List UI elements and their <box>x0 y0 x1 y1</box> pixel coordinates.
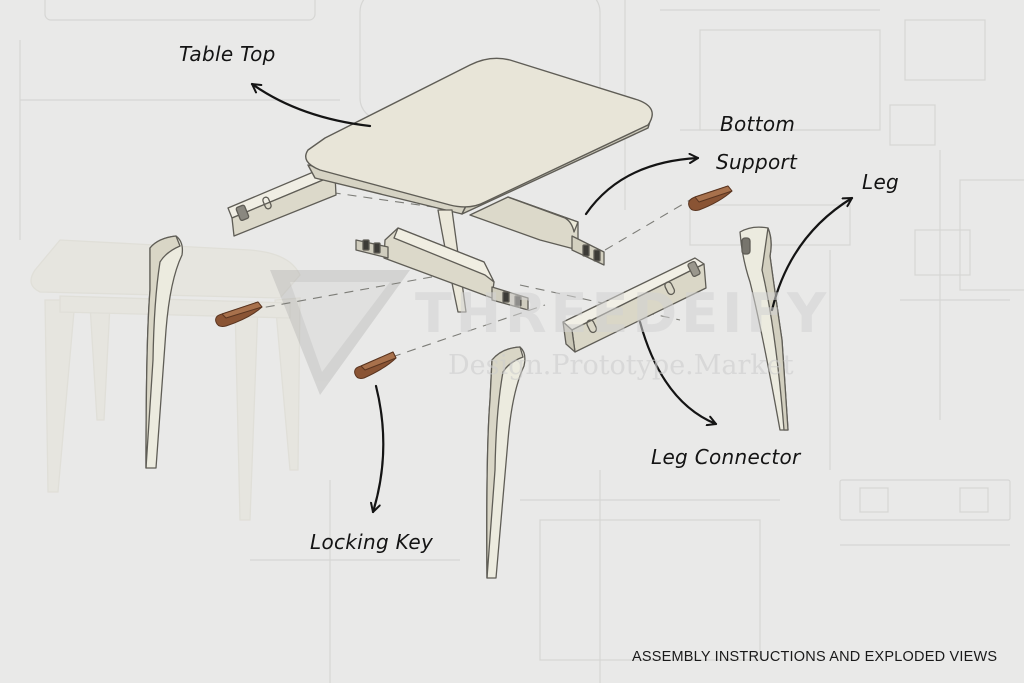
locking-key-right <box>688 185 733 211</box>
watermark-brand: THREEDEIFY <box>415 282 831 345</box>
bottom-support-center <box>355 227 529 311</box>
caption: ASSEMBLY INSTRUCTIONS AND EXPLODED VIEWS <box>632 649 998 665</box>
arrow-table-top <box>250 82 372 128</box>
label-bottom-support-line2: Support <box>716 150 798 174</box>
leg-right <box>739 226 789 431</box>
bottom-support-left <box>227 164 337 237</box>
watermark-tagline: Design.Prototype.Market <box>448 350 794 381</box>
label-leg: Leg <box>862 170 900 194</box>
label-locking-key: Locking Key <box>310 530 434 554</box>
label-table-top: Table Top <box>179 42 276 66</box>
locking-key-left <box>215 301 263 327</box>
blueprint-background <box>19 0 1024 683</box>
leg-connector <box>562 257 707 353</box>
watermark-logo-icon <box>270 270 410 395</box>
locking-key-front <box>354 351 397 379</box>
label-leg-connector: Leg Connector <box>651 445 801 469</box>
arrow-bottom-support <box>584 158 700 216</box>
arrow-leg <box>770 196 854 312</box>
arrow-leg-connector <box>638 320 718 424</box>
label-bottom-support-line1: Bottom <box>720 112 796 136</box>
leg-front-center <box>486 346 526 579</box>
table-top <box>305 57 653 215</box>
arrow-locking-key <box>373 384 385 514</box>
leg-left <box>145 235 184 469</box>
callout-arrows <box>250 82 854 514</box>
bottom-support-right <box>469 196 605 266</box>
